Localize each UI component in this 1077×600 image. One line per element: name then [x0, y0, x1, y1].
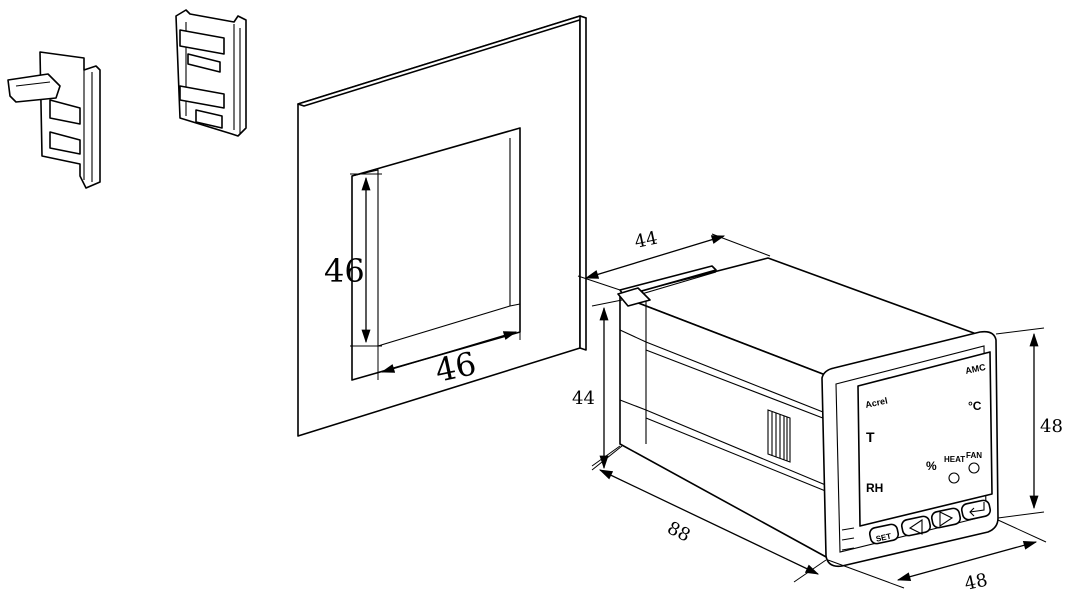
brand-label: Acrel [864, 395, 888, 409]
cutout-width-label: 46 [432, 344, 480, 390]
mounting-clip-left [7, 51, 101, 189]
dimension-body-height-side: 44 [572, 299, 623, 471]
heat-label: HEAT [944, 455, 965, 464]
dimension-cutout-width: 46 [377, 302, 521, 390]
fan-indicator-icon [968, 462, 980, 474]
model-label: AMC [964, 362, 987, 376]
dimension-front-width: 48 [827, 519, 1047, 595]
set-button[interactable]: SET [868, 523, 900, 545]
mounting-clip-right [175, 9, 247, 137]
fan-label: FAN [966, 451, 982, 460]
right-button[interactable] [930, 507, 962, 529]
panel-cutout [351, 127, 521, 381]
humidity-unit-label: % [926, 459, 937, 473]
left-button[interactable] [900, 515, 932, 537]
humidity-label: RH [866, 481, 883, 495]
enter-icon [969, 502, 985, 517]
front-bezel: Acrel AMC T °C RH % HEAT FAN SET [821, 330, 999, 568]
depth-label: 88 [664, 518, 694, 547]
dimension-body-width-top: 44 [577, 228, 771, 291]
body-height-side-label: 44 [572, 388, 595, 409]
vent-grille [767, 409, 791, 463]
right-arrow-icon [939, 511, 954, 528]
temp-label: T [866, 429, 875, 445]
body-width-top-label: 44 [633, 228, 660, 253]
dimension-front-height: 48 [995, 327, 1063, 519]
cutout-height-label: 46 [324, 252, 365, 290]
front-width-label: 48 [963, 570, 990, 595]
enter-button[interactable] [960, 499, 992, 521]
left-arrow-icon [908, 518, 923, 535]
temp-unit-label: °C [968, 399, 982, 413]
heat-indicator-icon [948, 472, 960, 484]
set-button-label: SET [875, 532, 892, 544]
dimension-cutout-height: 46 [324, 173, 382, 347]
front-height-label: 48 [1040, 416, 1063, 437]
